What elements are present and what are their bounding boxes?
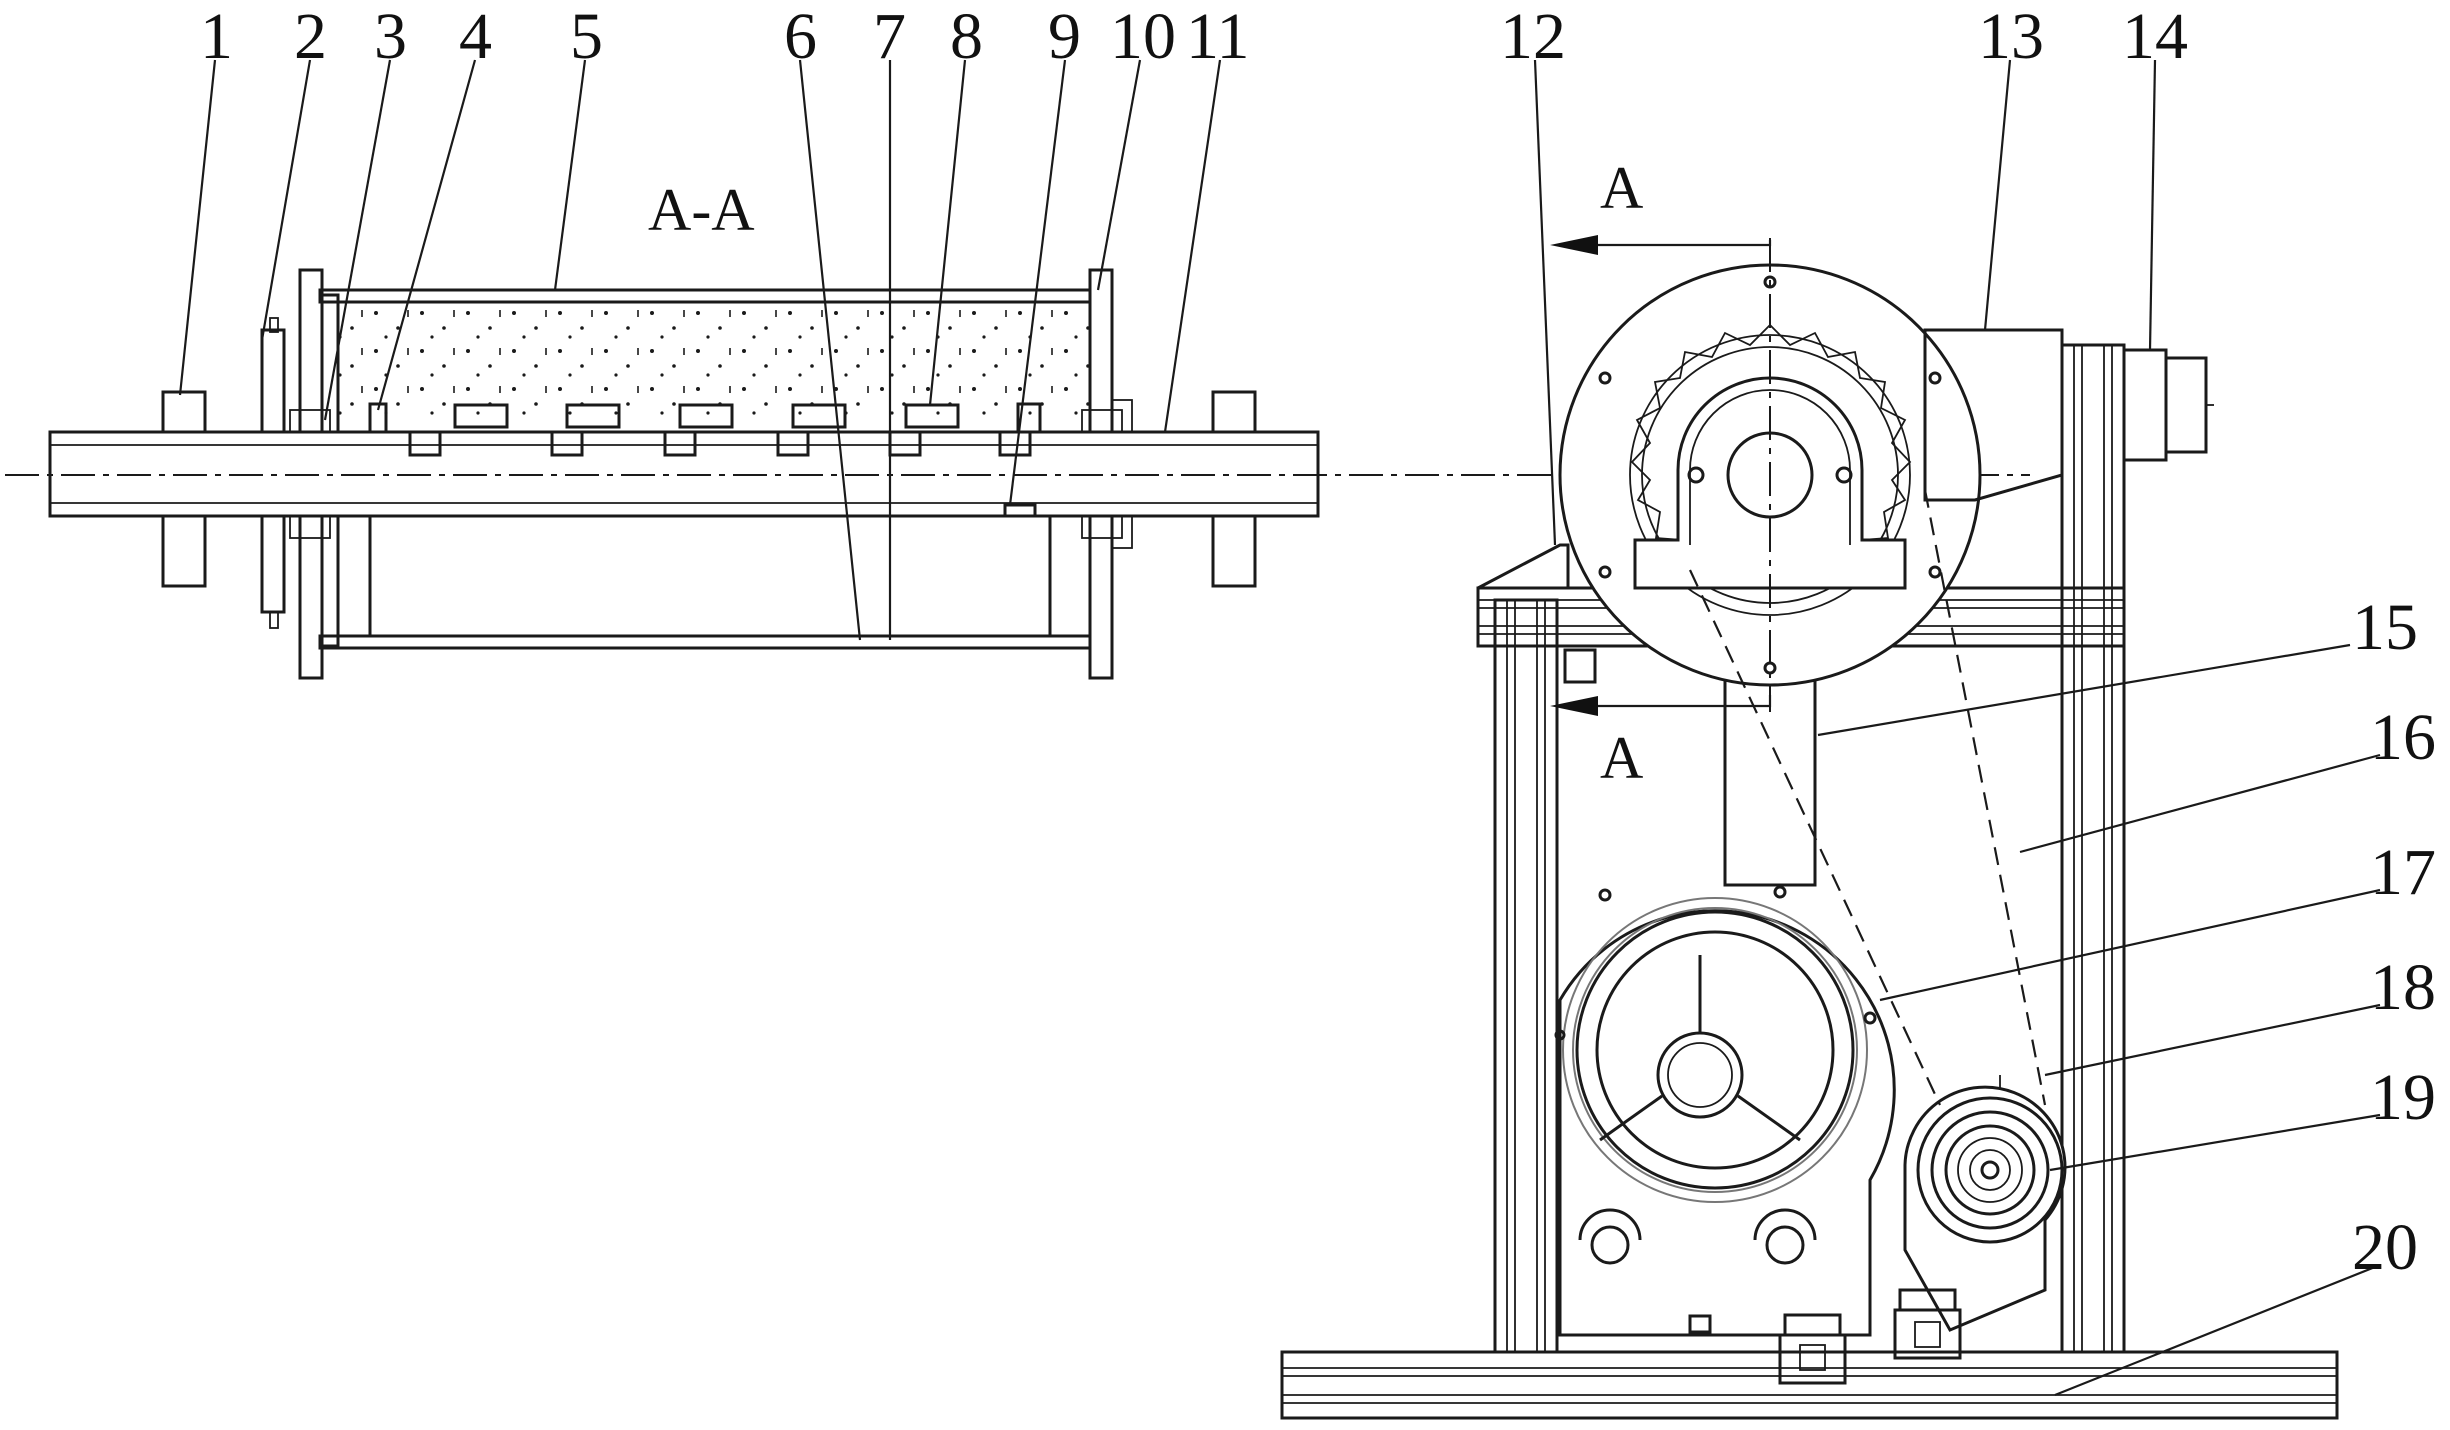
part-label-9: 9 [1048,0,1081,73]
part-label-18: 18 [2370,951,2436,1024]
frame-column-left [1493,598,1559,1354]
left-collar [368,402,388,434]
drum-shell [318,288,1092,650]
elevation-view [1280,235,2339,1420]
drive-sprocket [260,317,286,629]
section-cut-marker-bottom [1550,695,1772,716]
part-label-8: 8 [950,0,983,73]
part-label-12: 12 [1500,0,1566,73]
section-mark-top: A [1600,155,1644,221]
part-label-13: 13 [1978,0,2044,73]
drum-fill-bed [368,514,1052,638]
part-label-14: 14 [2122,0,2188,73]
part-label-11: 11 [1186,0,1250,73]
drive-motor [2122,348,2214,462]
key-plate [1003,503,1037,518]
section-view-aa [5,268,2030,680]
frame-column-right [2060,343,2126,1354]
distributor-blocks [453,403,960,429]
leader-lines [178,59,2381,1397]
section-cut-marker-top [1550,235,1772,255]
bearing-block-right [1211,390,1257,588]
centrifugal-blower [1554,885,1896,1337]
part-label-6: 6 [784,0,817,73]
section-view-title: A-A [648,177,755,243]
part-label-5: 5 [570,0,603,73]
part-label-16: 16 [2370,701,2436,774]
part-label-1: 1 [200,0,233,73]
right-collar [1016,402,1042,434]
mount-bracket-right [1893,1288,1962,1360]
bearing-block-left [161,390,207,588]
part-label-7: 7 [873,0,906,73]
mount-bracket-left [1778,1313,1847,1385]
drive-belt-left [1689,569,1941,1106]
part-label-2: 2 [294,0,327,73]
shaft-grooves [408,430,1032,457]
feed-hopper [1477,543,1570,590]
section-mark-bottom: A [1600,725,1644,791]
drive-belt-right [1923,489,2047,1106]
part-label-10: 10 [1110,0,1176,73]
small-pump [1903,1075,2067,1332]
part-label-19: 19 [2370,1061,2436,1134]
part-label-3: 3 [374,0,407,73]
limit-sensor [1563,648,1597,684]
part-label-15: 15 [2352,591,2418,664]
base-rail [1280,1350,2339,1420]
part-label-20: 20 [2352,1211,2418,1284]
part-label-4: 4 [459,0,492,73]
part-label-17: 17 [2370,836,2436,909]
